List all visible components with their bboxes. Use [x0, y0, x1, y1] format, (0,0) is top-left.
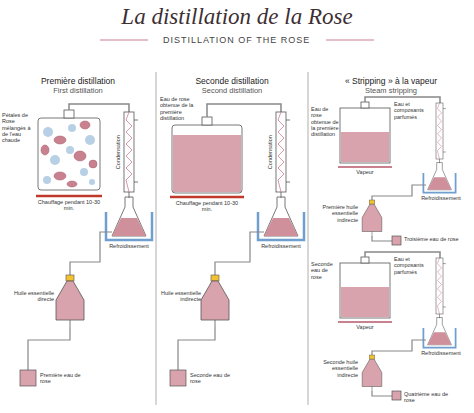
heading-fr: Seconde distillation — [156, 76, 308, 86]
part-label: Vapeur — [340, 169, 390, 175]
part-label: Refroidissement — [107, 243, 151, 249]
part-label: Seconde huile essentielle indirecte — [311, 359, 358, 378]
subtitle: DISTILLATION OF THE ROSE — [163, 35, 310, 45]
part-label: Seconde eau de rose — [311, 261, 339, 280]
part-label: Eau de rose obtenue de la première disti… — [160, 96, 200, 121]
part-label: Eau et composants parfumés — [394, 101, 424, 120]
part-label: Refroidissement — [418, 350, 464, 356]
heading-en: Second distillation — [156, 86, 308, 95]
part-label: Troisième eau de rose — [404, 236, 460, 242]
part-label: Première huile essentielle indirecte — [311, 204, 358, 223]
part-label: Vapeur — [340, 324, 390, 330]
part-label: Huile essentielle indirecte — [158, 290, 201, 303]
heading-en: Steam stripping — [308, 86, 474, 95]
part-label: Refroidissement — [418, 195, 464, 201]
part-label: Première eau de rose — [40, 372, 90, 385]
part-label: Eau et composants parfumés — [394, 256, 424, 275]
part-label: Refroidissement — [258, 243, 304, 249]
part-label: Condensation — [267, 135, 273, 169]
diagram-title: La distillation de la Rose — [0, 4, 474, 30]
heading-fr: « Stripping » à la vapeur — [308, 76, 474, 86]
heading-en: First distillation — [0, 86, 156, 95]
part-label: Pétales de Rose mélangés à de l'eau chau… — [2, 112, 36, 144]
part-label: Condensation — [115, 135, 121, 169]
part-label: Quatrième eau de rose — [404, 391, 460, 404]
part-label: Chauffage pendant 10-30 min. — [170, 200, 244, 213]
heading-fr: Première distillation — [0, 76, 156, 86]
panel-heading: Première distillationFirst distillation — [0, 70, 156, 408]
part-label: Huile essentielle directe — [6, 290, 54, 303]
part-label: Chauffage pendant 10-30 min. — [34, 199, 104, 212]
part-label: Eau de rose obtenue de la première disti… — [311, 106, 339, 138]
part-label: Seconde eau de rose — [190, 372, 240, 385]
